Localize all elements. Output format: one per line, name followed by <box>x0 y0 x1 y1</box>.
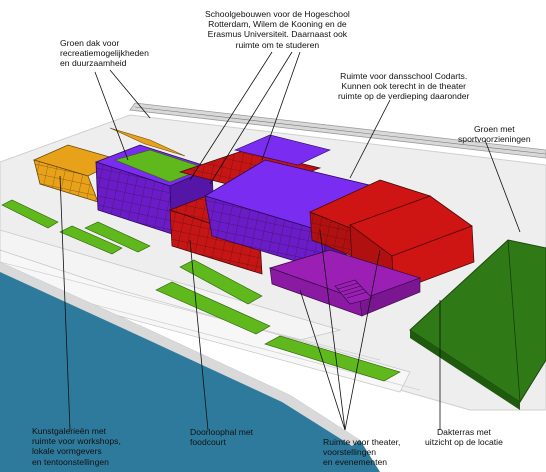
label-dance-school: Ruimte voor dansschool Codarts. Kunnen o… <box>338 71 470 102</box>
road-line <box>0 261 381 361</box>
dance-front-grid <box>310 212 362 260</box>
education-front-left-grid <box>96 162 172 234</box>
railway-line <box>134 106 546 155</box>
label-green-roof: Groen dak voor recreatiemogelijkheden en… <box>60 38 149 69</box>
gallery-back <box>109 127 186 157</box>
gallery-front-grid <box>34 160 98 202</box>
education-roof-back <box>234 134 331 166</box>
green-strip <box>179 259 263 305</box>
green-strip <box>59 225 123 255</box>
green-strip <box>155 281 271 335</box>
leader-lines <box>59 51 521 431</box>
label-theater-space: Ruimte voor theater, voorstellingen en e… <box>323 437 401 468</box>
sports-field-side <box>410 330 520 410</box>
green-strip <box>264 335 401 382</box>
label-sports-green: Groen met sportvoorzieningen <box>458 124 531 145</box>
terrace-stairs <box>337 282 368 299</box>
label-school-buildings: Schoolgebouwen voor de Hogeschool Rotter… <box>205 9 350 50</box>
green-strip <box>1 199 59 229</box>
sports-field-ridge <box>507 239 521 403</box>
label-roof-terrace: Dakterras met uitzicht op de locatie <box>425 427 503 448</box>
green-strip <box>84 221 151 253</box>
label-passage-hall: Doorloophal met foodcourt <box>190 427 254 448</box>
green-strips <box>1 199 401 382</box>
water-edge <box>0 262 360 446</box>
passage-front-grid <box>170 210 262 274</box>
label-art-galleries: Kunstgalerieën met ruimte voor workshops… <box>32 426 121 467</box>
education-front-center-grid <box>205 196 325 270</box>
theater-side <box>359 277 421 317</box>
